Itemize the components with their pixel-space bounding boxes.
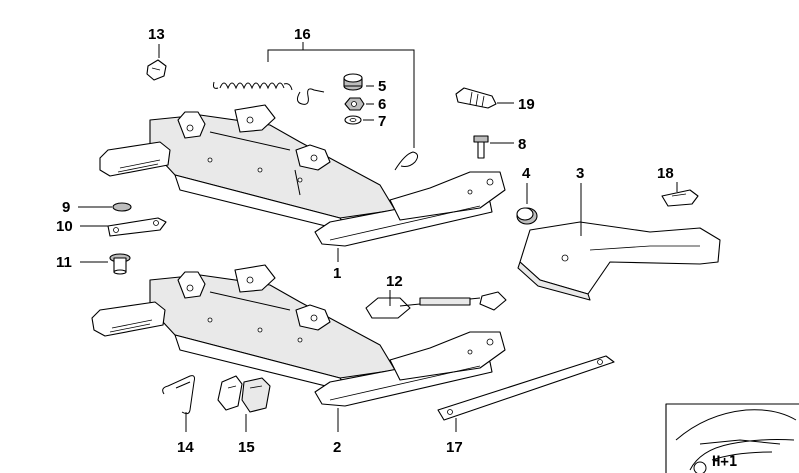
callout-17: 17 <box>446 439 463 456</box>
part-9-nut-icon <box>78 202 132 212</box>
part-14-wire-clip-icon <box>162 375 195 415</box>
callout-13: 13 <box>148 26 165 43</box>
part-3-trim-cover-icon <box>517 183 721 301</box>
callout-14: 14 <box>177 439 194 456</box>
seat-rail-lower <box>91 264 506 407</box>
callout-2: 2 <box>333 439 341 456</box>
inset-seat-marker: H+1 <box>712 454 737 470</box>
callout-16: 16 <box>294 26 311 43</box>
vehicle-inset-panel: H+1 <box>665 403 799 473</box>
part-4-plug-icon <box>516 183 538 225</box>
callout-19: 19 <box>518 96 535 113</box>
part-19-threaded-pin-icon <box>455 87 514 109</box>
part-13-clip-icon <box>146 59 167 81</box>
callout-9: 9 <box>62 199 70 216</box>
callout-1: 1 <box>333 265 341 282</box>
callout-3: 3 <box>576 165 584 182</box>
part-5-bushing-icon <box>343 73 363 91</box>
part-11-rivet-icon <box>80 253 131 275</box>
callout-4: 4 <box>522 165 531 182</box>
part-17-flat-bar-icon <box>437 355 615 432</box>
part-8-bolt-icon <box>473 135 514 159</box>
seat-rail-upper <box>99 104 506 247</box>
part-16-spring-icon <box>213 42 419 171</box>
callout-5: 5 <box>378 78 386 95</box>
callout-15: 15 <box>238 439 255 456</box>
part-10-link-plate-icon <box>80 217 167 237</box>
part-12-gas-strut-icon <box>365 290 507 319</box>
callout-18: 18 <box>657 165 674 182</box>
callout-8: 8 <box>518 136 526 153</box>
callout-10: 10 <box>56 218 73 235</box>
callout-11: 11 <box>56 254 72 271</box>
callout-6: 6 <box>378 96 386 113</box>
part-18-clip-icon <box>661 189 699 207</box>
callout-7: 7 <box>378 113 386 130</box>
part-7-washer-icon <box>344 115 362 125</box>
part-15-bracket-clip-icon <box>217 375 271 413</box>
part-6-nut-icon <box>344 97 365 111</box>
callout-labels: 13 16 5 6 7 19 8 4 3 18 9 10 11 1 12 14 … <box>56 26 674 456</box>
callout-12: 12 <box>386 273 403 290</box>
